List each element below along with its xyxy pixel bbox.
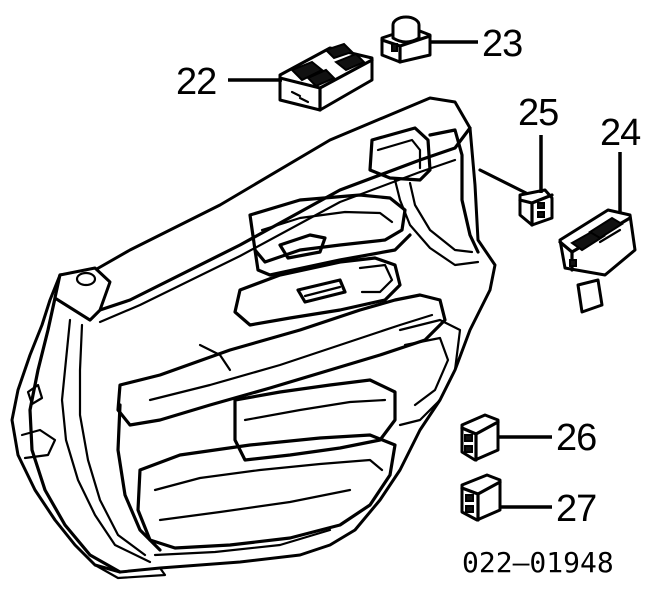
part-22-master-window-switch — [278, 42, 374, 112]
part-24-window-switch-pack — [558, 208, 637, 314]
part-23-mirror-switch — [380, 15, 432, 64]
callout-23: 23 — [482, 23, 522, 65]
callout-25: 25 — [518, 92, 558, 134]
part-25-switch-rod — [478, 168, 554, 227]
callout-22: 22 — [176, 61, 216, 103]
door-trim-panel — [10, 96, 497, 580]
callout-24: 24 — [600, 112, 641, 154]
diagram-reference-number: 022–01948 — [462, 546, 614, 579]
part-26-switch-block — [460, 413, 500, 462]
callout-27: 27 — [556, 488, 596, 530]
callout-26: 26 — [556, 417, 596, 459]
part-27-switch-block — [460, 473, 502, 522]
